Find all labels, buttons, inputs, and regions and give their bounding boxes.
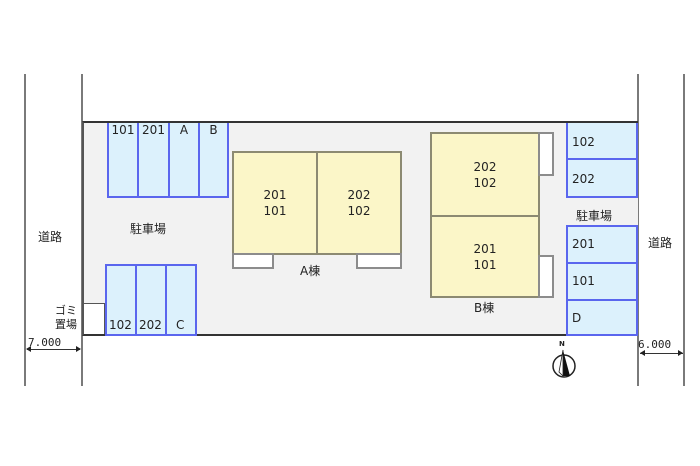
parking-slot: 102	[107, 266, 137, 334]
parking-slot: 202	[568, 160, 636, 194]
unit-lower: 102	[473, 175, 497, 190]
parking-right-upper: 102 202	[566, 123, 638, 198]
right-road-dimension-line	[640, 353, 683, 354]
parking-bottom-left: 102 202 C	[105, 264, 197, 336]
left-road-dimension-line	[27, 349, 80, 350]
slot-label: 202	[572, 172, 595, 186]
slot-label: 102	[109, 318, 132, 332]
unit-lower: 102	[347, 204, 371, 218]
site-boundary: 101 201 A B 駐車場 102 202 C 201 101 202 10…	[82, 121, 638, 336]
parking-slot: A	[170, 123, 200, 196]
parking-slot: D	[568, 301, 636, 334]
parking-label-left: 駐車場	[130, 222, 167, 236]
slot-label: 202	[139, 318, 162, 332]
building-a-unit-1: 201 101	[232, 151, 318, 255]
parking-slot: 101	[568, 264, 636, 301]
garbage-label-line2: 置場	[55, 318, 77, 331]
north-compass-icon	[552, 349, 576, 378]
right-road-label: 道路	[648, 236, 673, 250]
parking-slot: 101	[109, 123, 139, 196]
unit-upper: 201	[473, 241, 497, 256]
right-road-outer-line	[683, 74, 685, 386]
right-arrow-head-icon	[678, 350, 683, 356]
unit-lower: 101	[473, 257, 497, 272]
parking-slot: 202	[137, 266, 167, 334]
parking-label-right: 駐車場	[576, 209, 613, 223]
slot-label: 102	[572, 135, 595, 149]
right-road-inner-line	[637, 74, 639, 386]
left-road-label: 道路	[38, 230, 63, 244]
building-b-balcony-bottom	[538, 255, 554, 298]
right-arrow-head-icon	[76, 346, 81, 352]
building-b-balcony-top	[538, 132, 554, 176]
right-road-width: 6.000	[638, 338, 672, 351]
unit-upper: 202	[473, 159, 497, 174]
slot-label: A	[179, 123, 189, 137]
building-b-label: B棟	[474, 301, 495, 315]
unit-upper: 201	[263, 188, 287, 202]
slot-label: 101	[111, 123, 135, 137]
left-road-width: 7.000	[28, 336, 62, 349]
building-b-unit-1: 202 102	[430, 132, 540, 217]
left-road-outer-line	[24, 74, 26, 386]
parking-slot: 201	[568, 227, 636, 264]
parking-slot: C	[167, 266, 195, 334]
slot-label: 201	[142, 123, 165, 137]
slot-label: 101	[572, 274, 595, 288]
building-a-balcony-right	[356, 253, 402, 269]
building-a-label: A棟	[300, 264, 321, 278]
left-arrow-head-icon	[640, 350, 645, 356]
building-a-unit-2: 202 102	[316, 151, 402, 255]
garbage-label-line1: ゴミ	[55, 304, 77, 317]
parking-slot: 102	[568, 123, 636, 160]
parking-slot: B	[200, 123, 227, 196]
parking-slot: 201	[139, 123, 170, 196]
unit-upper: 202	[347, 188, 371, 202]
slot-label: D	[572, 311, 582, 325]
parking-right-lower: 201 101 D	[566, 225, 638, 336]
building-a-balcony-left	[232, 253, 274, 269]
north-label: N	[559, 340, 565, 348]
left-arrow-head-icon	[26, 346, 31, 352]
parking-top-left: 101 201 A B	[107, 123, 229, 198]
slot-label: B	[209, 123, 218, 137]
building-b-unit-2: 201 101	[430, 215, 540, 298]
slot-label: C	[176, 318, 185, 332]
unit-lower: 101	[263, 204, 287, 218]
slot-label: 201	[572, 237, 595, 251]
garbage-area	[84, 303, 105, 334]
